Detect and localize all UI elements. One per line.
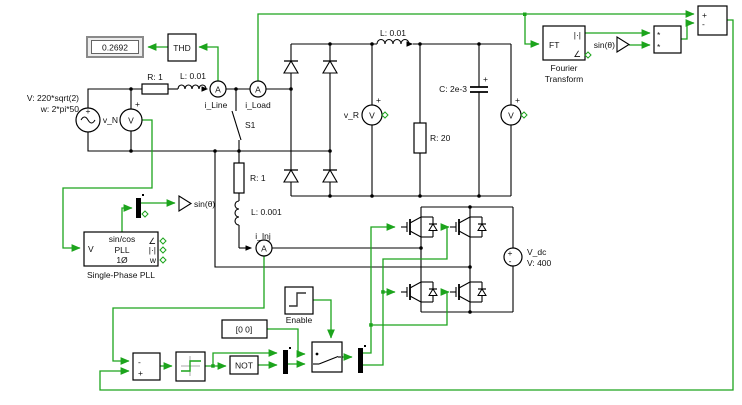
pll-row2: PLL <box>114 245 129 255</box>
i-inj-ammeter[interactable]: A i_Inj <box>255 231 273 257</box>
enable-caption: Enable <box>286 315 313 325</box>
sum-bottom-block[interactable]: - + <box>132 352 161 381</box>
not-label: NOT <box>235 361 253 371</box>
demux-bar[interactable] <box>358 345 366 373</box>
dc-load[interactable]: L: 0.01 V + v_R R: 20 + C: 2e-3 V + <box>344 28 522 154</box>
pll-demux-bar[interactable] <box>136 194 144 218</box>
pll-out-mag: |·| <box>149 245 156 255</box>
cap-label: C: 2e-3 <box>439 84 467 94</box>
source-minus: - <box>87 126 90 136</box>
line-impedance[interactable]: R: 1 L: 0.01 <box>141 71 206 95</box>
breaker-label: S1 <box>245 120 256 130</box>
from-sin-label: sin(θ) <box>594 40 615 50</box>
pll-row3: 1Ø <box>116 255 128 265</box>
vdc-out-plus: + <box>515 95 520 105</box>
line-inductor-label: L: 0.01 <box>180 71 206 81</box>
sum-bottom-plus: + <box>138 368 143 378</box>
vn-label: v_N <box>103 115 118 125</box>
vdc-out-glyph: V <box>508 111 514 121</box>
inj-resistor-label: R: 1 <box>250 173 266 183</box>
diode-bridge[interactable] <box>283 60 338 183</box>
sum-top-block[interactable]: + - <box>697 5 728 36</box>
fourier-transform-block[interactable]: FT |·| ∠ Fourier Transform <box>542 25 586 84</box>
pll-caption: Single-Phase PLL <box>87 270 155 280</box>
source-plus: + <box>86 106 91 116</box>
i-inj-glyph: A <box>261 244 267 254</box>
from-sin-tag[interactable]: sin(θ) <box>594 36 631 53</box>
product-star-2: * <box>657 42 661 52</box>
vdc-minus: - <box>509 256 512 266</box>
i-load-glyph: A <box>255 85 261 95</box>
i-line-label: i_Line <box>205 100 228 110</box>
pll-out-angle: ∠ <box>148 236 156 246</box>
source-voltage-label: V: 220*sqrt(2) <box>27 93 79 103</box>
sum-bottom-minus: - <box>138 357 141 367</box>
vn-glyph: V <box>128 116 134 126</box>
constant-value: [0 0] <box>236 325 253 335</box>
pll-port-v: V <box>88 244 94 254</box>
unconnected-port-diamonds <box>141 51 592 264</box>
relay-block[interactable] <box>175 351 206 382</box>
display-value: 0.2692 <box>102 43 128 53</box>
cap-plus: + <box>483 74 488 84</box>
vdc-name: V_dc <box>527 247 547 257</box>
vn-plus: + <box>135 99 140 109</box>
inj-inductor-label: L: 0.001 <box>251 207 282 217</box>
vdc-source[interactable]: + - V_dc V: 400 <box>503 247 552 268</box>
ft-name: FT <box>549 40 559 50</box>
pll-out-w: w <box>149 255 157 265</box>
display-block[interactable]: 0.2692 <box>86 36 144 58</box>
sum-top-plus: + <box>702 10 707 20</box>
signal-switch-block[interactable] <box>311 341 343 373</box>
thd-label: THD <box>173 43 190 53</box>
i-line-glyph: A <box>215 85 221 95</box>
dc-inductor-label: L: 0.01 <box>380 28 406 38</box>
breaker-s1[interactable]: S1 <box>245 120 256 130</box>
source-freq-label: w: 2*pi*50 <box>40 104 80 114</box>
r20-label: R: 20 <box>430 133 451 143</box>
goto-sin-tag[interactable]: sin(θ) <box>178 195 215 212</box>
vr-plus: + <box>376 95 381 105</box>
constant-block[interactable]: [0 0] <box>221 319 268 339</box>
signal-junctions <box>211 12 527 368</box>
junction-dots <box>129 42 481 314</box>
vr-glyph: V <box>369 111 375 121</box>
signal-wires[interactable] <box>62 10 734 391</box>
goto-sin-label: sin(θ) <box>194 199 215 209</box>
vdc-plus: + <box>508 248 513 258</box>
i-load-ammeter[interactable]: A i_Load <box>245 80 271 110</box>
ft-caption-2: Transform <box>545 74 583 84</box>
pll-row1: sin/cos <box>109 234 135 244</box>
pll-block[interactable]: V sin/cos PLL 1Ø ∠ |·| w Single-Phase PL… <box>83 231 159 280</box>
thd-block[interactable]: THD <box>167 33 197 62</box>
i-line-ammeter[interactable]: A i_Line <box>205 80 228 110</box>
i-inj-label: i_Inj <box>255 231 271 241</box>
sum-top-minus: - <box>702 19 705 29</box>
vr-label: v_R <box>344 110 359 120</box>
not-block[interactable]: NOT <box>229 355 259 375</box>
injection-branch[interactable]: R: 1 L: 0.001 <box>233 162 282 217</box>
vdc-value: V: 400 <box>527 258 552 268</box>
ac-source[interactable]: + - V: 220*sqrt(2) w: 2*pi*50 <box>27 93 101 136</box>
line-resistor-label: R: 1 <box>147 72 163 82</box>
product-star-1: * <box>657 30 661 40</box>
vn-voltmeter[interactable]: V + v_N <box>103 99 143 132</box>
ft-caption-1: Fourier <box>551 63 578 73</box>
mux-bar[interactable] <box>283 347 291 374</box>
enable-step-block[interactable]: Enable <box>284 286 314 325</box>
ft-out-angle: ∠ <box>573 49 581 59</box>
product-block[interactable]: * * <box>653 25 682 54</box>
ft-out-mag: |·| <box>574 30 581 40</box>
i-load-label: i_Load <box>245 100 271 110</box>
electrical-wires[interactable] <box>87 38 514 313</box>
